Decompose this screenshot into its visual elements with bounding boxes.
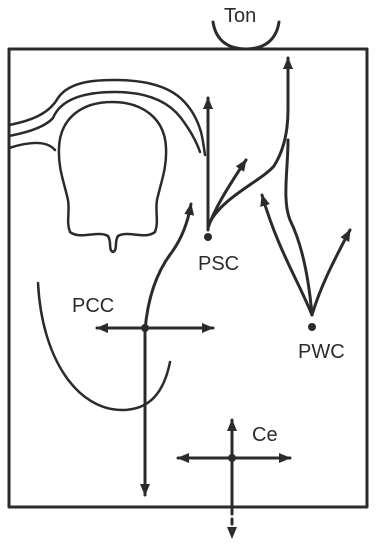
pwc-origin-dot bbox=[308, 323, 316, 331]
pcc-ascending-curve bbox=[145, 204, 191, 330]
label-ce: Ce bbox=[252, 424, 278, 446]
pwc-arrow-right bbox=[312, 230, 350, 315]
psc-origin-dot bbox=[204, 233, 212, 241]
pcc-origin-dot bbox=[141, 324, 149, 332]
brain-outline bbox=[59, 102, 166, 252]
frame-border bbox=[9, 49, 367, 507]
ce-origin-dot bbox=[228, 454, 236, 462]
label-pwc: PWC bbox=[298, 341, 345, 363]
skull-left-arm bbox=[9, 143, 55, 150]
label-pcc: PCC bbox=[72, 295, 114, 317]
label-ton: Ton bbox=[224, 5, 256, 27]
label-psc: PSC bbox=[198, 253, 239, 275]
